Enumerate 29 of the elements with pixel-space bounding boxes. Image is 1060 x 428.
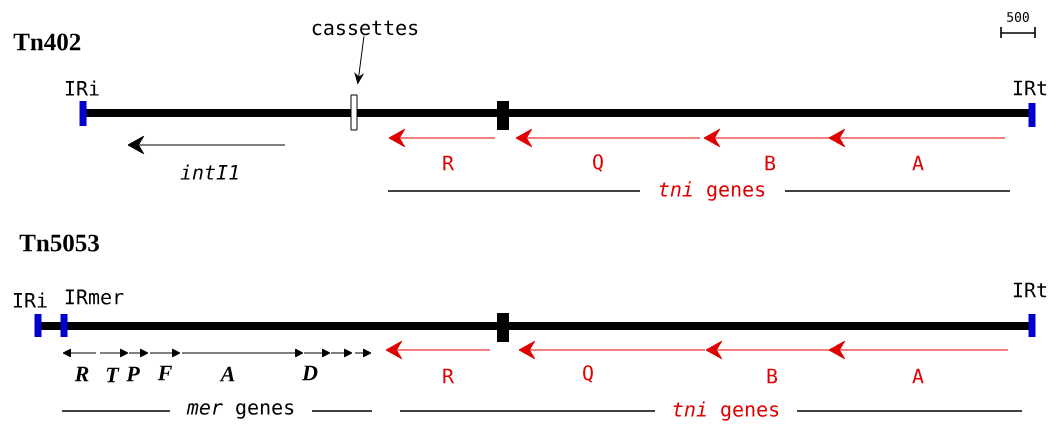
gene-label: A bbox=[219, 366, 235, 382]
cassette-box bbox=[350, 94, 358, 131]
gene-label: R bbox=[443, 368, 455, 384]
repeat-label: IRi bbox=[13, 292, 47, 308]
gene-label: F bbox=[157, 365, 172, 381]
gene-label: A bbox=[912, 155, 924, 171]
repeat-label: IRt bbox=[1013, 282, 1047, 298]
gene-label: P bbox=[126, 366, 140, 382]
gene-group-label: tni genes bbox=[659, 181, 765, 201]
gene-label: B bbox=[767, 368, 778, 384]
gene-label: Q bbox=[593, 154, 603, 172]
gene-label: A bbox=[912, 368, 924, 384]
gene-group-label: tni genes bbox=[673, 401, 779, 421]
gene-label: B bbox=[765, 155, 776, 171]
repeat-label: IRmer bbox=[65, 289, 124, 305]
construct-title: Tn5053 bbox=[19, 234, 99, 252]
gene-label: D bbox=[301, 365, 318, 381]
leader-arrow bbox=[354, 35, 365, 84]
repeat-label: IRi bbox=[65, 80, 99, 96]
gene-label: Q bbox=[583, 365, 593, 383]
gene-label: R bbox=[443, 155, 455, 171]
gene-label: intI1 bbox=[180, 164, 238, 180]
callout-label: cassettes bbox=[312, 20, 418, 36]
construct-title: Tn402 bbox=[13, 33, 81, 51]
repeat-label: IRt bbox=[1013, 80, 1047, 96]
gene-label: T bbox=[106, 367, 120, 383]
gene-label: R bbox=[74, 366, 89, 382]
gene-group-label: mer genes bbox=[186, 403, 294, 419]
scale-label: 500 bbox=[1007, 12, 1029, 22]
